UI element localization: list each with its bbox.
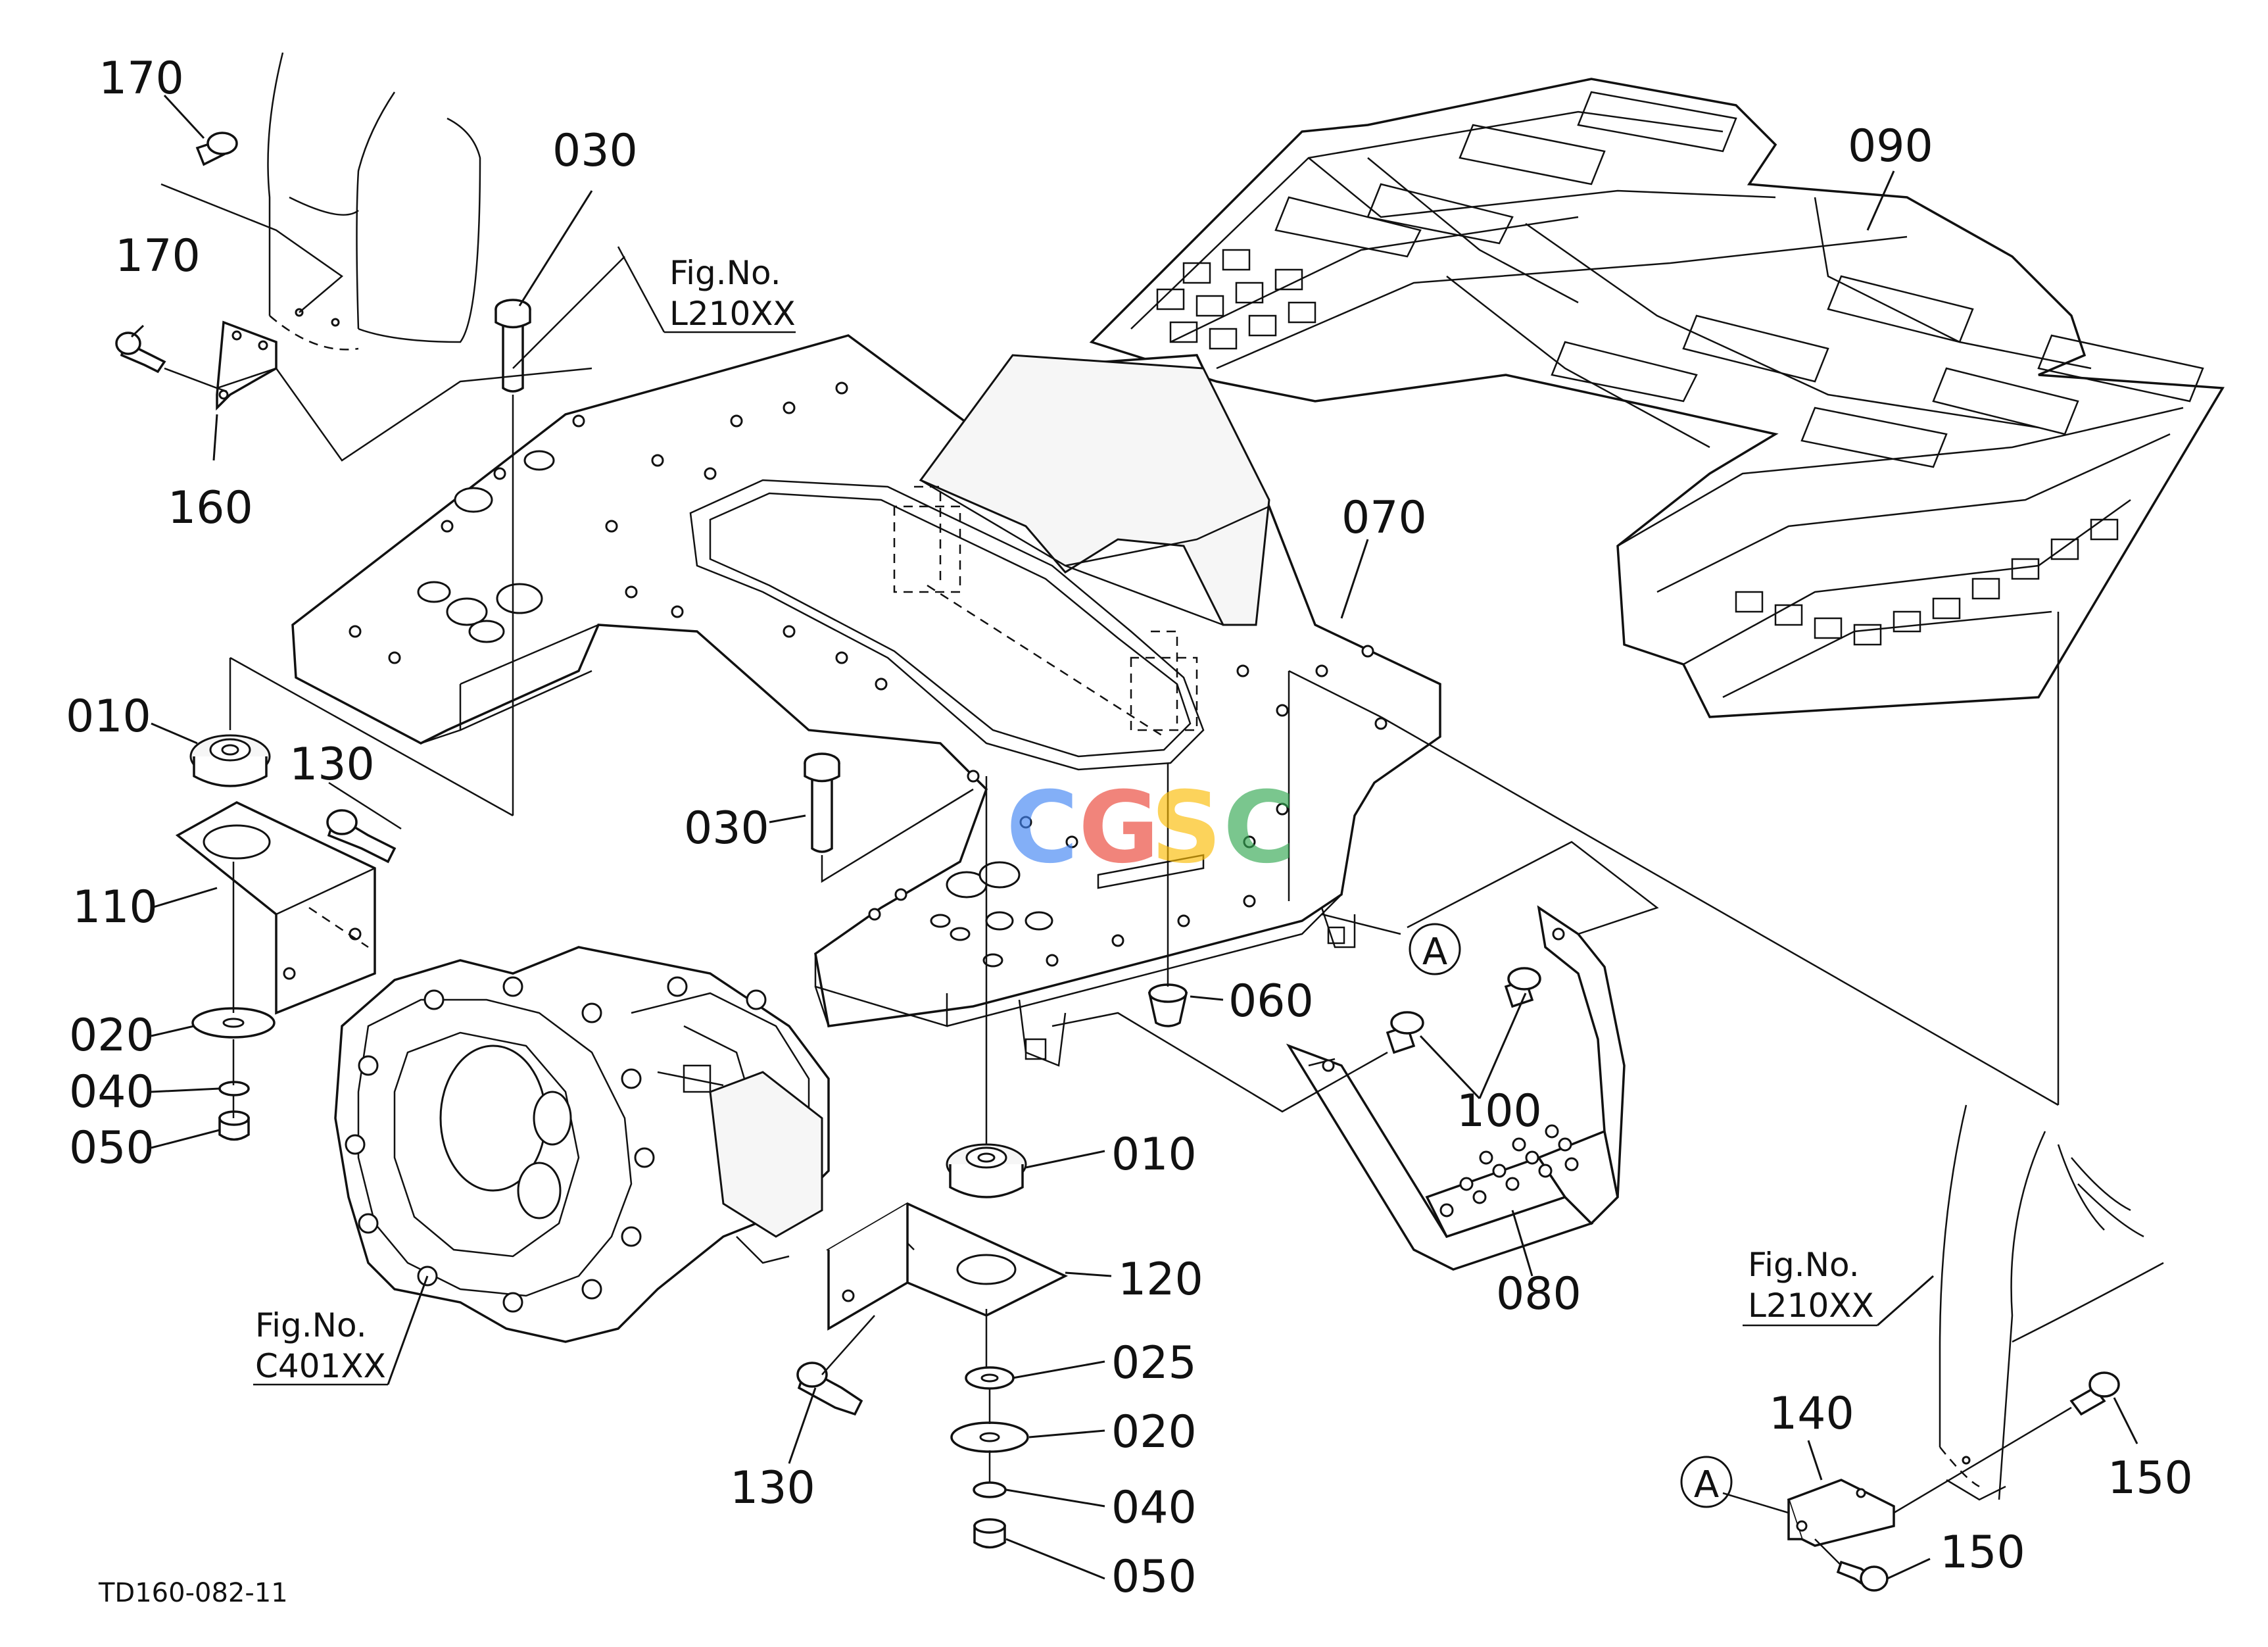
label-040-left: 040 — [69, 1066, 155, 1118]
label-040-center: 040 — [1111, 1482, 1197, 1534]
bracket-140 — [1787, 1479, 1895, 1547]
bolts-100 — [1386, 967, 1541, 1054]
label-050-center: 050 — [1111, 1551, 1197, 1603]
svg-text:A: A — [1422, 931, 1447, 973]
floor-plate-070 — [291, 334, 1441, 1067]
label-025: 025 — [1111, 1337, 1197, 1389]
bolt-130-center — [796, 1362, 863, 1416]
watermark-letter-3: S — [1151, 771, 1222, 885]
label-010-left: 010 — [66, 691, 151, 743]
rubber-mount-010-center — [946, 1143, 1027, 1198]
washer-025 — [965, 1366, 1015, 1390]
label-170-mid: 170 — [115, 230, 201, 282]
lockwasher-040-center — [973, 1481, 1007, 1498]
bolt-170-mid — [115, 332, 166, 374]
svg-text:C401XX: C401XX — [255, 1347, 386, 1385]
transmission-housing — [334, 946, 830, 1343]
plate-holes — [417, 450, 1053, 968]
bolt-150-upper — [2069, 1371, 2120, 1416]
callout-a-upper: A — [1409, 923, 1461, 975]
label-020-left: 020 — [69, 1010, 155, 1062]
label-140: 140 — [1769, 1388, 1854, 1440]
svg-text:L210XX: L210XX — [1748, 1287, 1874, 1325]
part-number-labels: 170 170 160 030 090 070 010 130 110 020 … — [66, 53, 2193, 1603]
nut-050-center — [973, 1518, 1006, 1549]
rubber-mount-010-left — [189, 734, 271, 787]
fig-ref-transmission: Fig.No. C401XX — [255, 1306, 386, 1385]
label-090: 090 — [1848, 120, 1933, 172]
mat-small-blocks-right — [1735, 518, 2119, 646]
label-020-center: 020 — [1111, 1406, 1197, 1458]
svg-text:Fig.No.: Fig.No. — [1748, 1246, 1860, 1284]
svg-text:L210XX: L210XX — [669, 295, 796, 333]
bolt-150-lower — [1836, 1560, 1889, 1592]
label-150-lower: 150 — [1940, 1527, 2025, 1579]
floor-mat-090 — [1089, 78, 2225, 718]
step-tread-holes — [1439, 1124, 1579, 1217]
svg-text:A: A — [1694, 1463, 1719, 1506]
bolt-130-left — [326, 809, 397, 864]
watermark-letter-4: C — [1223, 771, 1295, 885]
label-070: 070 — [1341, 492, 1427, 544]
label-130-left: 130 — [289, 739, 375, 791]
svg-text:Fig.No.: Fig.No. — [255, 1306, 367, 1344]
watermark-letter-1: C — [1006, 771, 1078, 885]
drawing-code: TD160-082-11 — [98, 1578, 288, 1608]
leader-lines — [130, 94, 2138, 1580]
label-100: 100 — [1457, 1085, 1542, 1137]
label-110: 110 — [72, 881, 158, 933]
label-010-center: 010 — [1111, 1129, 1197, 1181]
fig-ref-bottom-right: Fig.No. L210XX — [1748, 1246, 1874, 1325]
label-030-top: 030 — [552, 125, 638, 177]
bracket-160 — [216, 320, 277, 411]
plate-bolt-holes — [349, 381, 1387, 967]
label-120: 120 — [1118, 1254, 1203, 1306]
mat-small-blocks-left — [1156, 249, 1316, 350]
side-panel-top-left — [267, 52, 481, 351]
callout-a-lower: A — [1680, 1456, 1733, 1508]
bracket-120 — [826, 1202, 1069, 1331]
watermark-letter-2: G — [1078, 771, 1159, 885]
washer-020-center — [950, 1421, 1029, 1453]
bolt-170-top — [195, 132, 238, 166]
label-030-mid: 030 — [684, 802, 769, 854]
label-170-top: 170 — [99, 53, 184, 105]
bolt-030-mid — [804, 752, 840, 853]
label-160: 160 — [168, 482, 253, 534]
label-060: 060 — [1228, 975, 1314, 1027]
side-panel-bottom-right — [1939, 1104, 2164, 1501]
label-130-center: 130 — [730, 1462, 815, 1514]
cgsc-watermark: C G S C — [1006, 771, 1295, 885]
label-050-left: 050 — [69, 1122, 155, 1174]
label-080: 080 — [1496, 1268, 1581, 1320]
fig-ref-top: Fig.No. L210XX — [669, 254, 796, 333]
svg-text:Fig.No.: Fig.No. — [669, 254, 781, 292]
plug-060 — [1147, 983, 1188, 1027]
step-080 — [1286, 905, 1626, 1271]
label-150-upper: 150 — [2108, 1452, 2193, 1504]
bracket-110 — [175, 801, 376, 1015]
